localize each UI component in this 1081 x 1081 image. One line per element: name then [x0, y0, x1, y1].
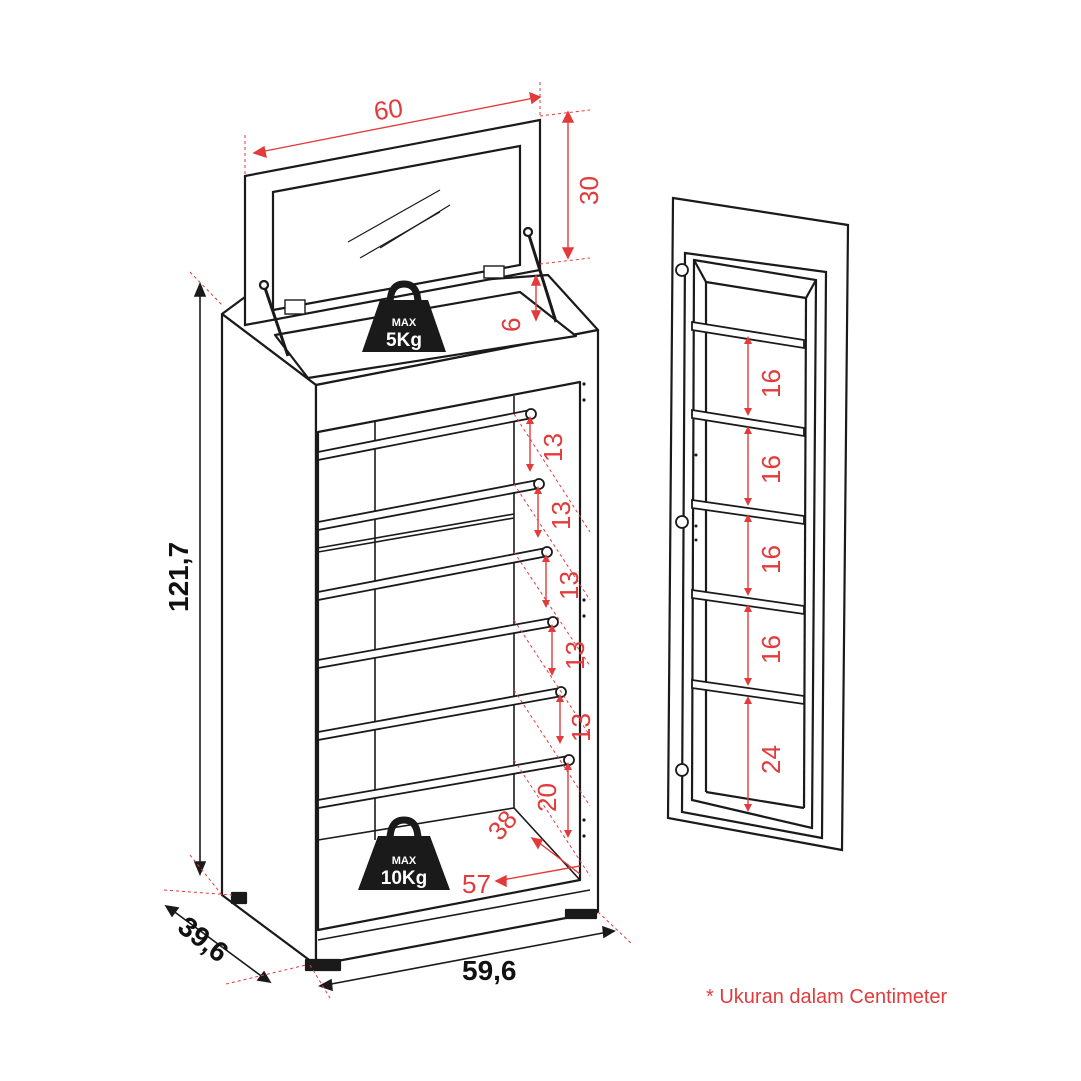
rack-gap-label-4: 13	[560, 641, 590, 670]
width-label: 59,6	[462, 955, 517, 986]
rack-gap-label-3: 13	[554, 571, 584, 600]
peg-holes	[582, 382, 586, 838]
door-shelf-label-4: 16	[756, 635, 786, 664]
shoe-rack-rods	[317, 408, 575, 810]
total-height-label: 121,7	[163, 542, 194, 612]
mirror-lid	[243, 118, 558, 357]
black-extension-lines	[163, 271, 633, 999]
weight-icon: MAX 10Kg	[358, 816, 450, 890]
rack-gap-label-1: 13	[538, 433, 568, 462]
door-shelf-bars	[675, 263, 805, 777]
cabinet-inner-lines	[317, 396, 591, 941]
mirror-width-label: 60	[372, 93, 405, 127]
weight-top-value: 5Kg	[386, 330, 422, 351]
lid-depth-label: 6	[496, 318, 526, 332]
door-shelf-label-5: 24	[756, 745, 786, 774]
door-shelf-label-1: 16	[756, 369, 786, 398]
weight-bottom-max: MAX	[392, 855, 417, 867]
red-arrowheads	[526, 336, 752, 838]
rack-gap-label-6: 20	[532, 783, 562, 812]
rack-gap-label-2: 13	[546, 501, 576, 530]
depth-label: 39,6	[172, 910, 234, 968]
door-hinge-marks	[694, 453, 698, 542]
mirror-height-label: 30	[574, 176, 604, 205]
red-extension-lines	[244, 82, 591, 877]
rack-gap-label-5: 13	[566, 713, 596, 742]
weight-bottom-value: 10Kg	[381, 868, 427, 889]
door-shelf-label-2: 16	[756, 455, 786, 484]
bottom-width-label: 57	[462, 869, 491, 899]
weight-icon: MAX 5Kg	[362, 280, 446, 352]
red-dimension-lines	[252, 91, 749, 888]
unit-note: * Ukuran dalam Centimeter	[706, 986, 948, 1008]
weight-top-max: MAX	[392, 317, 417, 329]
door-shelf-label-3: 16	[756, 545, 786, 574]
